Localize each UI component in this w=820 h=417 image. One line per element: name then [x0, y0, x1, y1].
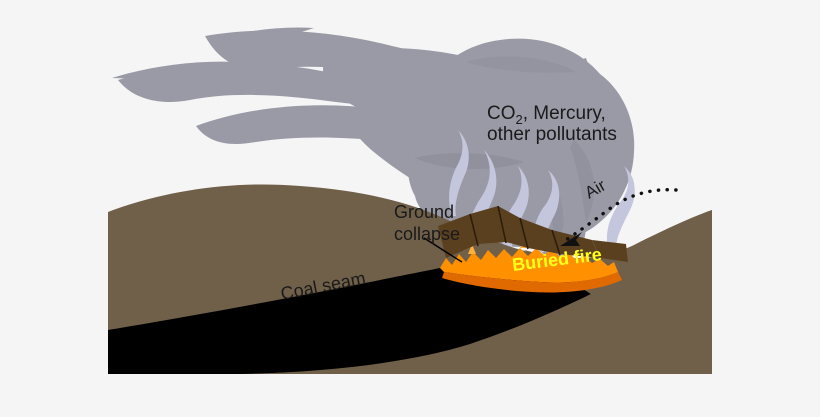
smoke-shade-a	[414, 153, 524, 170]
coal-seam-layer	[108, 210, 712, 374]
pollutants-label-line1: CO2, Mercury,	[487, 103, 606, 127]
smoke-wisp-tail-left-a	[112, 61, 238, 79]
smoke-wisp-tail-left-c	[202, 113, 318, 133]
wisp-e	[449, 130, 469, 216]
ground-collapse-blocks	[438, 205, 628, 262]
collapse-fracture-4	[551, 229, 561, 256]
fire-flicker-a	[468, 244, 476, 254]
soil-lower-right	[224, 222, 712, 374]
collapse-block-1	[438, 214, 478, 258]
fire-glow-lower	[442, 272, 622, 293]
smoke-wisp-tail-left-b	[214, 27, 314, 43]
air-inflow-arrow	[560, 187, 678, 246]
ground-collapse-label-line1: Ground	[394, 202, 454, 222]
collapse-block-6	[592, 240, 628, 262]
fire-glow-upper	[440, 248, 618, 283]
air-arrowhead	[560, 232, 582, 246]
collapse-block-2	[470, 206, 506, 244]
collapse-block-4	[520, 218, 560, 254]
collapse-fracture-2	[497, 205, 507, 244]
ground-collapse-label-line2: collapse	[394, 224, 460, 244]
collapse-fracture-3	[519, 217, 529, 250]
pollutants-label-line2: other pollutants	[487, 124, 617, 145]
wisp-d	[606, 166, 635, 248]
collapse-fracture-1	[469, 213, 479, 247]
ground-collapse-leader	[423, 237, 463, 263]
smoke-shade-c	[466, 56, 576, 73]
smoke-shade-b	[570, 140, 595, 222]
